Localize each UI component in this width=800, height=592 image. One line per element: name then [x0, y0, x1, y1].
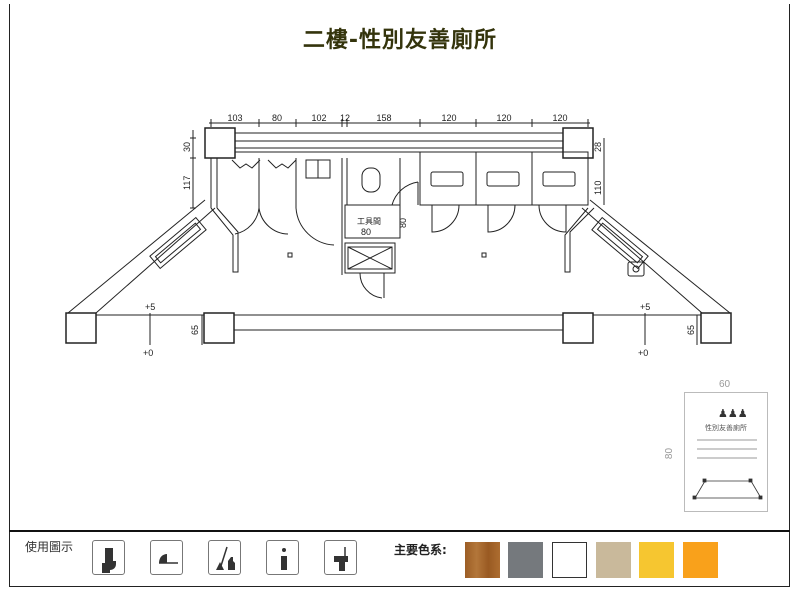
sign-height: 80	[664, 447, 676, 460]
tool-room	[344, 204, 401, 239]
columns	[65, 127, 732, 344]
dim-12: 12	[340, 113, 350, 123]
dim-102: 102	[311, 113, 326, 123]
color-swatch-yellow	[639, 542, 674, 578]
level-right-lower: +0	[638, 348, 648, 358]
level-right-upper: +5	[640, 302, 650, 312]
step-height-right: 65	[686, 325, 696, 335]
legend-label: 使用圖示	[25, 540, 74, 554]
color-swatch-gray	[508, 542, 543, 578]
sign-mini-plan-icon	[692, 478, 763, 500]
tool-room-width: 80	[361, 227, 371, 237]
dim-120-a: 120	[441, 113, 456, 123]
color-swatch-white	[552, 542, 587, 578]
urinal-low-icon	[150, 540, 183, 575]
signage-preview: ♟♟♟ 性別友善廁所	[684, 392, 768, 512]
dim-30: 30	[182, 142, 192, 152]
dim-117: 117	[182, 176, 192, 190]
top-dimension-line	[209, 119, 590, 127]
sink-icon	[324, 540, 357, 575]
sign-title: 性別友善廁所	[705, 424, 747, 432]
dim-120-b: 120	[496, 113, 511, 123]
tool-room-label: 工具間	[357, 217, 381, 226]
toilet-icon	[92, 540, 125, 575]
shower-stalls	[419, 151, 589, 233]
dim-103: 103	[227, 113, 242, 123]
sign-width: 60	[719, 379, 731, 390]
dim-158: 158	[376, 113, 391, 123]
step-height-left: 65	[190, 325, 200, 335]
dim-120-c: 120	[552, 113, 567, 123]
legend-divider	[9, 530, 790, 532]
level-left-lower: +0	[143, 348, 153, 358]
color-swatch-orange	[683, 542, 718, 578]
level-left-upper: +5	[145, 302, 155, 312]
page-title: 二樓-性別友善廁所	[302, 28, 498, 53]
cleaning-tools-icon	[208, 540, 241, 575]
color-swatch-wood	[465, 542, 500, 578]
dim-80: 80	[272, 113, 282, 123]
color-swatch-beige	[596, 542, 631, 578]
drawing-frame	[9, 4, 790, 587]
top-wall	[235, 132, 563, 153]
tool-room-depth: 80	[398, 218, 408, 228]
colors-label: 主要色系:	[394, 543, 447, 557]
dim-110: 110	[593, 181, 603, 195]
dim-28: 28	[593, 142, 603, 152]
urinal-icon	[266, 540, 299, 575]
floor-plan: 103 80 102 12 158 120 120 120 30 117 28 …	[65, 113, 732, 358]
people-icon: ♟♟♟	[718, 407, 748, 420]
